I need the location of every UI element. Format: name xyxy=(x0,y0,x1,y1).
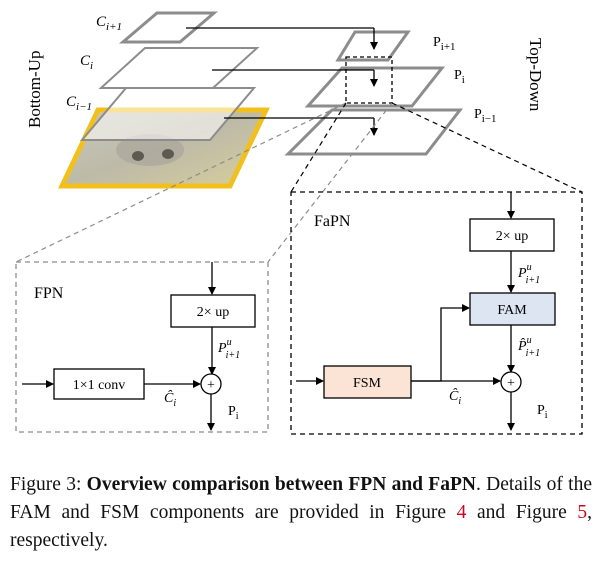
figure-ref-5[interactable]: 5 xyxy=(577,502,588,523)
fpn-conv-box xyxy=(53,368,145,400)
focus-box xyxy=(345,56,393,104)
figure-caption: Figure 3: Overview comparison between FP… xyxy=(10,471,592,555)
fpn-up-box xyxy=(170,294,256,328)
c-plane-i-plus-1 xyxy=(118,11,219,44)
caption-period: . xyxy=(475,474,481,495)
c-plane-i xyxy=(98,47,260,89)
fpn-title: FPN xyxy=(34,285,64,302)
fapn-chat-label: Ĉi xyxy=(449,387,461,407)
fpn-panel xyxy=(15,261,269,433)
bottom-up-label: Bottom-Up xyxy=(25,51,44,128)
fpn-plus-sign: + xyxy=(207,378,215,393)
fsm-to-fam-arrow xyxy=(411,304,470,382)
p-plane-i xyxy=(304,66,446,108)
fpn-up-label: 2× up xyxy=(197,305,229,320)
c-label-i-plus-1: Ci+1 xyxy=(96,14,122,33)
fpn-chat-label: Ĉi xyxy=(164,389,176,409)
caption-figure-word: Figure xyxy=(395,502,457,523)
fapn-title: FaPN xyxy=(314,213,351,230)
fapn-up-box xyxy=(469,218,555,252)
p-label-i-plus-1: Pi+1 xyxy=(433,35,456,53)
caption-end: , respectively. xyxy=(10,502,593,551)
fapn-up-label: 2× up xyxy=(496,229,528,244)
zoom-guide-line xyxy=(267,102,393,263)
fpn-conv-label: 1×1 conv xyxy=(73,378,126,393)
p-plane-i-plus-1 xyxy=(335,30,411,62)
figure-ref-4[interactable]: 4 xyxy=(456,502,467,523)
top-down-label: Top-Down xyxy=(526,38,545,112)
fam-label: FAM xyxy=(497,303,527,318)
fsm-label: FSM xyxy=(353,376,382,391)
fapn-out-label: Pi xyxy=(537,403,548,421)
fam-box xyxy=(469,292,556,326)
fpn-out-label: Pi xyxy=(228,404,239,422)
lateral-connection-arrows xyxy=(186,27,378,136)
fsm-box xyxy=(323,365,412,399)
caption-bold-title: Overview comparison between FPN and FaPN xyxy=(86,474,476,495)
zoom-guide-line xyxy=(15,102,347,263)
c-label-i: Ci xyxy=(80,53,93,72)
zoom-guide-line xyxy=(391,102,583,193)
fpn-fapn-overview-diagram: Ci+1 Ci Ci−1 Bottom-Up Top-Down Pi+1 Pi … xyxy=(15,11,583,435)
caption-and-figure: and Figure xyxy=(466,502,578,523)
p-label-i-minus-1: Pi−1 xyxy=(474,107,497,125)
p-label-i: Pi xyxy=(454,68,465,86)
fapn-panel xyxy=(290,191,583,435)
caption-line2: Details of the FAM and FSM components ar… xyxy=(10,474,592,523)
c-label-i-minus-1: Ci−1 xyxy=(66,94,92,113)
fapn-plus-sign: + xyxy=(507,376,515,391)
caption-prefix: Figure 3: xyxy=(10,474,87,495)
